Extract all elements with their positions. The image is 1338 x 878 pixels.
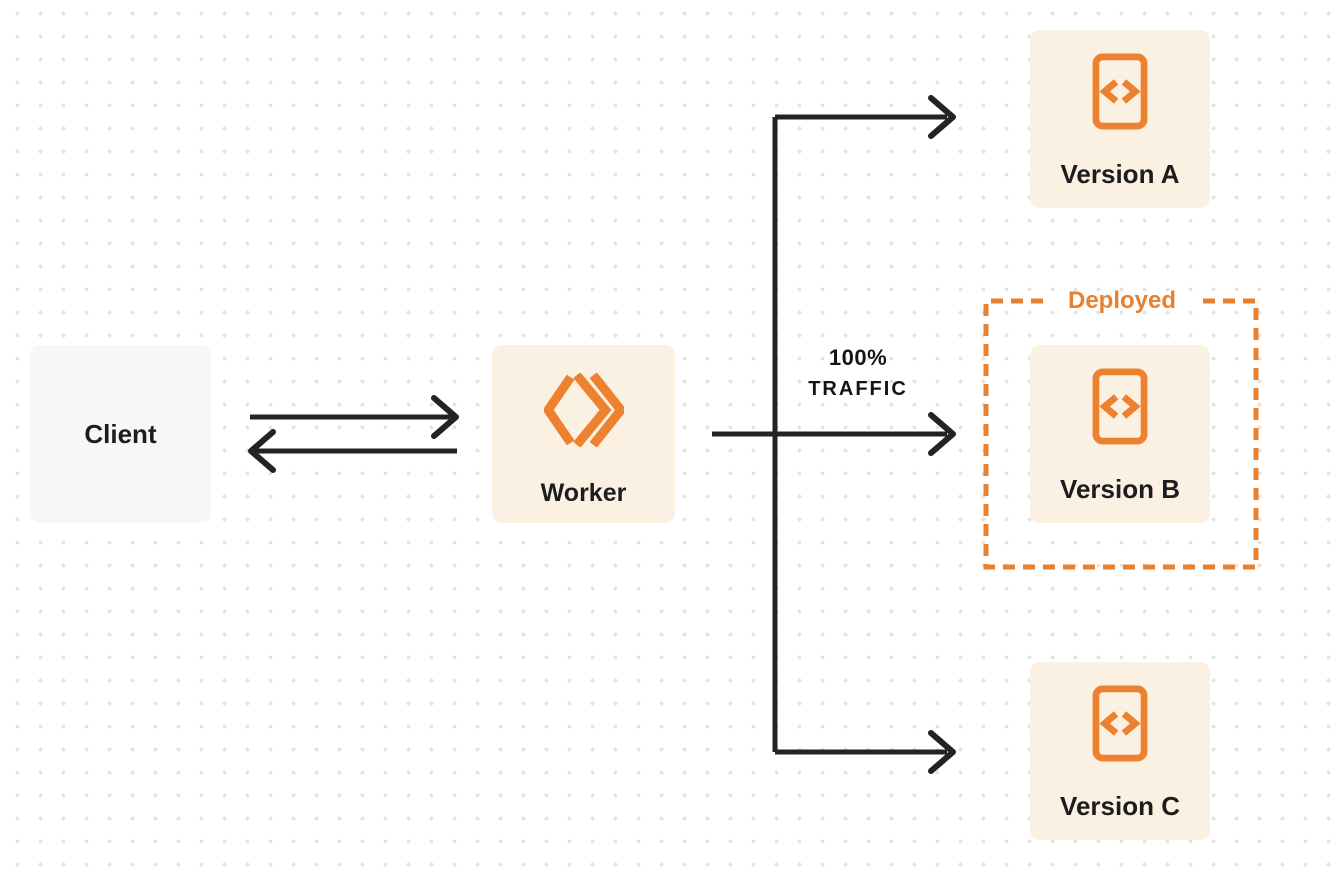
traffic-word-text: TRAFFIC	[808, 378, 908, 400]
version-b-node: Version B	[1030, 345, 1210, 523]
worker-to-version-a-arrowhead-icon	[928, 95, 956, 139]
version-c-label: Version C	[1060, 791, 1180, 821]
worker-to-client-arrowhead-icon	[248, 429, 276, 473]
version-b-label: Version B	[1060, 474, 1180, 504]
traffic-percent-text: 100%	[828, 345, 888, 370]
traffic-annotation: 100% TRAFFIC	[788, 344, 928, 404]
client-node-label: Client	[84, 419, 157, 449]
worker-node: Worker	[492, 345, 675, 523]
worker-to-version-b-arrowhead-icon	[928, 412, 956, 456]
version-a-label: Version A	[1060, 159, 1180, 189]
workers-logo-icon	[542, 372, 627, 452]
client-node: Client	[30, 345, 211, 523]
client-to-worker-arrowhead-icon	[431, 395, 459, 439]
code-file-icon	[1092, 368, 1148, 450]
code-file-icon	[1092, 53, 1148, 135]
version-a-node: Version A	[1030, 30, 1210, 208]
version-c-node: Version C	[1030, 662, 1210, 840]
code-file-icon	[1092, 685, 1148, 767]
worker-node-label: Worker	[540, 479, 627, 507]
worker-to-version-c-arrowhead-icon	[928, 730, 956, 774]
deployed-group-label: Deployed	[1067, 287, 1177, 314]
